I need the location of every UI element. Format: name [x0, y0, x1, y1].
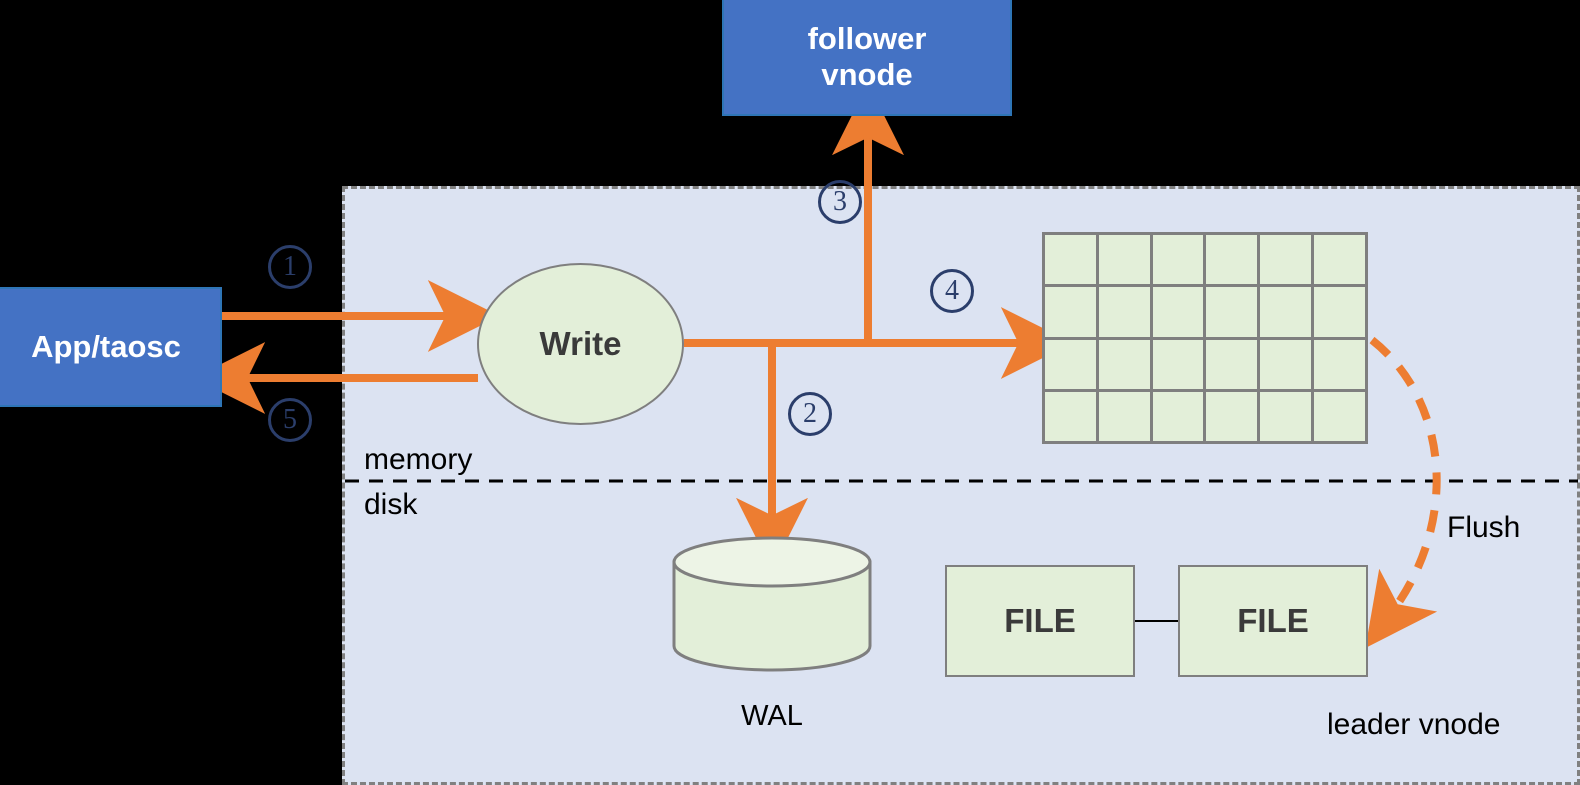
grid-cell: [1314, 235, 1368, 288]
file-box-2-label: FILE: [1237, 602, 1309, 639]
wal-label: WAL: [741, 700, 803, 732]
step-number-2-text: 2: [803, 398, 817, 429]
grid-cell: [1260, 339, 1315, 392]
grid-cell: [1045, 391, 1099, 444]
follower-vnode-box[interactable]: follower vnode: [722, 0, 1012, 116]
follower-vnode-label: follower vnode: [808, 21, 927, 92]
grid-cell: [1152, 339, 1207, 392]
file-link-connector: [1135, 620, 1178, 622]
grid-cell: [1098, 287, 1153, 340]
grid-cell: [1314, 391, 1368, 444]
step-number-1: 1: [268, 245, 312, 289]
grid-cell: [1314, 339, 1368, 392]
grid-cell: [1045, 287, 1099, 340]
app-taosc-label: App/taosc: [31, 329, 181, 365]
grid-cell: [1314, 287, 1368, 340]
grid-cell: [1206, 391, 1261, 444]
grid-cell: [1152, 235, 1207, 288]
follower-vnode-label-line1: follower: [807, 21, 927, 57]
file-box-1-label: FILE: [1004, 602, 1076, 639]
grid-cell: [1206, 339, 1261, 392]
write-node[interactable]: Write: [477, 263, 684, 425]
grid-cell: [1098, 391, 1153, 444]
grid-cell: [1260, 391, 1315, 444]
write-node-label: Write: [539, 325, 622, 362]
follower-vnode-label-line2: vnode: [821, 57, 913, 92]
grid-cell: [1260, 235, 1315, 288]
step-number-5-text: 5: [283, 404, 297, 435]
step-number-4: 4: [930, 269, 974, 313]
flush-label: Flush: [1447, 511, 1521, 544]
grid-cell: [1152, 391, 1207, 444]
step-number-2: 2: [788, 392, 832, 436]
grid-cell: [1206, 235, 1261, 288]
wal-cylinder[interactable]: [672, 536, 872, 672]
leader-vnode-label: leader vnode: [1327, 708, 1501, 741]
app-taosc-box[interactable]: App/taosc: [0, 287, 222, 407]
memory-table-grid[interactable]: [1042, 232, 1368, 444]
grid-cell: [1152, 287, 1207, 340]
grid-cell: [1045, 235, 1099, 288]
step-number-3-text: 3: [833, 186, 847, 217]
step-number-1-text: 1: [283, 251, 297, 282]
grid-cell: [1260, 287, 1315, 340]
memory-label: memory: [364, 443, 473, 476]
grid-cell: [1045, 339, 1099, 392]
file-box-2[interactable]: FILE: [1178, 565, 1368, 677]
step-number-5: 5: [268, 398, 312, 442]
step-number-4-text: 4: [945, 275, 959, 306]
grid-cell: [1206, 287, 1261, 340]
step-number-3: 3: [818, 180, 862, 224]
file-box-1[interactable]: FILE: [945, 565, 1135, 677]
disk-label: disk: [364, 488, 418, 521]
grid-cell: [1098, 339, 1153, 392]
grid-cell: [1098, 235, 1153, 288]
